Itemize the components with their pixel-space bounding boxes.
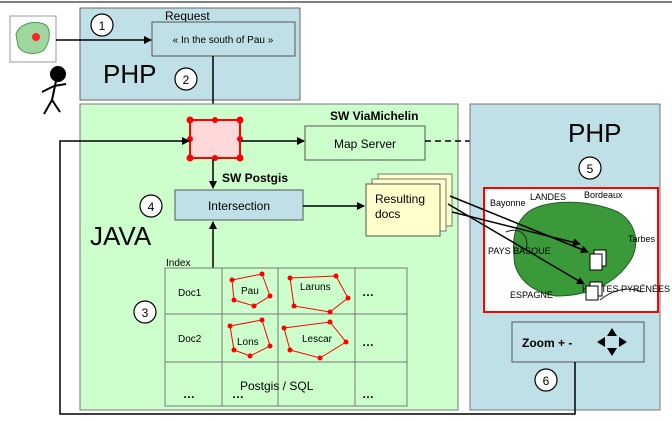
step-1-label: 1 — [99, 19, 106, 33]
step-4-label: 4 — [148, 200, 155, 214]
place-lescar: Lescar — [302, 334, 333, 345]
user-figure — [41, 66, 67, 115]
map-place-bayonne: Bayonne — [490, 198, 526, 208]
arrow-docs-to-map-edge — [451, 211, 581, 247]
feedback-loop-arrow — [59, 137, 576, 415]
map-place-hautes-pyrenees: HAUTES PYRÉNÉES — [582, 284, 670, 294]
step-5-badge — [578, 156, 602, 180]
step-1-badge — [90, 13, 114, 37]
map-place-pays-basque: PAYS BASQUE — [488, 246, 551, 256]
place-laruns: Laruns — [300, 282, 331, 293]
map-doc-marker-2 — [585, 281, 603, 301]
doc1-label: Doc1 — [178, 288, 202, 299]
step-5-label: 5 — [587, 162, 594, 176]
intersection-label: Intersection — [208, 199, 270, 213]
sw-postgis-label: SW Postgis — [222, 171, 288, 185]
ellipsis-r3c1: … — [183, 387, 195, 401]
php-top-label: PHP — [103, 59, 156, 89]
map-place-bordeaux: Bordeaux — [584, 190, 623, 200]
doc2-label: Doc2 — [178, 334, 202, 345]
map-server-box — [304, 125, 426, 161]
resulting-docs-stack — [365, 173, 453, 237]
arrow-docs-to-marker-1 — [449, 195, 589, 254]
ellipsis-r3c2: … — [232, 387, 244, 401]
pan-arrows-icon[interactable] — [597, 328, 627, 356]
map-place-espagne: ESPAGNE — [510, 290, 553, 300]
polygon-laruns — [287, 273, 351, 315]
step-3-badge — [133, 300, 157, 324]
polygon-pau — [229, 271, 273, 309]
resulting-docs-line2: docs — [375, 207, 400, 221]
sw-viamichelin-label: SW ViaMichelin — [330, 109, 418, 123]
input-map-thumbnail — [9, 15, 57, 63]
map-doc-marker-1 — [589, 249, 607, 271]
result-map-border-path — [505, 229, 643, 301]
zoom-label: Zoom + - — [522, 336, 572, 350]
map-place-tarbes: Tarbes — [628, 234, 656, 244]
place-lons: Lons — [237, 337, 259, 348]
step-3-label: 3 — [142, 306, 149, 320]
index-grid — [164, 267, 408, 407]
map-place-landes: LANDES — [530, 192, 566, 202]
ellipsis-r2c4: … — [362, 335, 374, 349]
step-6-label: 6 — [543, 374, 550, 388]
grid-footer-label: Postgis / SQL — [240, 379, 314, 393]
request-title: Request — [165, 9, 210, 23]
polygon-lescar — [281, 319, 349, 361]
step-6-badge — [534, 368, 558, 392]
php-right-label: PHP — [568, 118, 621, 148]
polygon-lons — [227, 317, 273, 359]
intersection-box — [174, 189, 304, 221]
result-map-land — [513, 201, 637, 297]
step-4-badge — [139, 194, 163, 218]
index-label: Index — [166, 258, 190, 269]
map-server-label: Map Server — [334, 137, 396, 151]
step-2-label: 2 — [183, 73, 190, 87]
java-label: JAVA — [90, 221, 152, 251]
ellipsis-r3c4: … — [362, 387, 374, 401]
place-pau: Pau — [241, 286, 259, 297]
ellipsis-r1c4: … — [362, 285, 374, 299]
request-query-text: « In the south of Pau » — [173, 35, 274, 46]
resulting-docs-line1: Resulting — [375, 192, 425, 206]
router-node — [189, 119, 241, 159]
request-query-box — [151, 21, 296, 57]
step-2-badge — [174, 67, 198, 91]
